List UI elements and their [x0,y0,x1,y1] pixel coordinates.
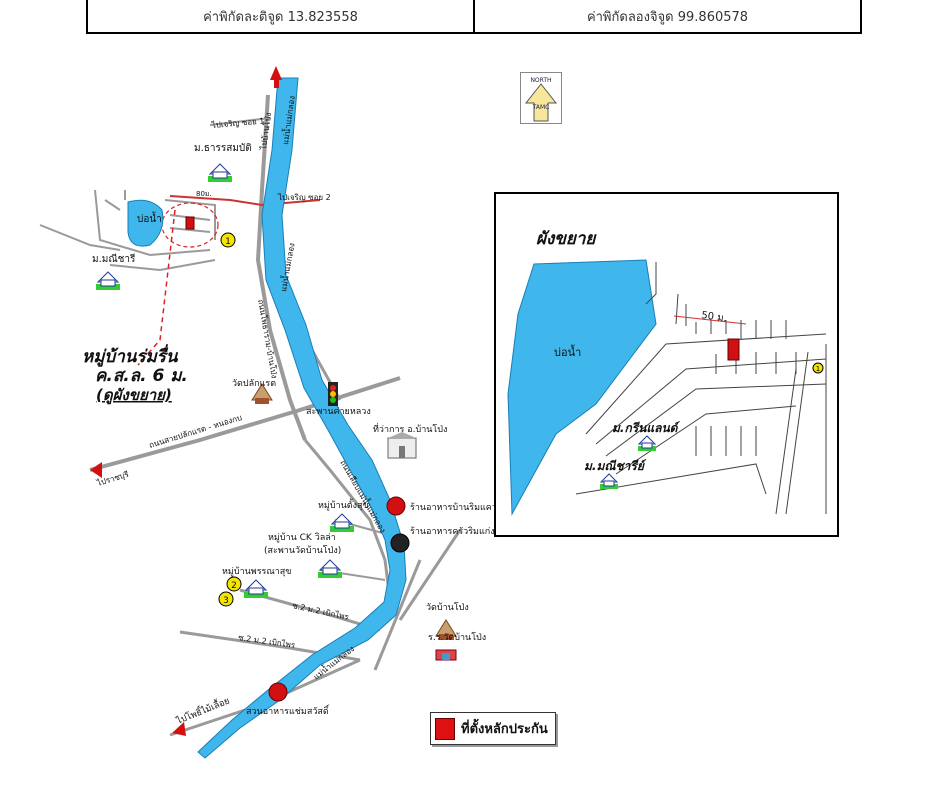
school-icon [435,649,457,661]
inset-marker-1: 1 [812,362,824,374]
marker-2-label: 2 [231,581,237,591]
temple-icon-ban-pong [435,619,457,640]
wat-ban-pong-label: วัดบ้านโป่ง [426,602,469,613]
marker-1: 1 [220,232,236,248]
inset-distance-arrow [673,315,747,325]
house-icon-manichari [96,271,120,290]
road-village-e [164,199,216,240]
village-tharasombat-label: ม.ธารรสมบัติ [194,143,252,154]
garden-restaurant-label: สวนอาหารแช่มสวัสดิ์ [246,704,330,717]
inset-house-icon-green [637,435,657,451]
arrow-north [270,66,282,80]
north-letters: TAMC [532,104,550,111]
arrow-west [90,462,102,478]
longitude-label: ค่าพิกัดลองจิจูด 99.860578 [473,0,860,32]
road-village-d [104,190,126,211]
distance-80-label: 80ม. [196,190,212,198]
see-enlarged-label: (ดูผังขยาย) [96,386,172,405]
road-bp-right [398,529,462,621]
marker-3-label: 3 [223,596,229,606]
marker-3: 3 [218,591,234,607]
inset-house-icon-manichari [599,473,619,489]
north-arrow-graphic: NORTH TAMC [524,77,558,122]
village-phonsuk-label: หมู่บ้านพรรณาสุข [222,566,291,577]
road-to-soi1 [209,117,271,126]
restaurant-icon-kruarim [390,533,410,553]
road-village-b [39,224,121,251]
inset-village-manichari-label: ม.มณีชารีย์ [584,459,647,473]
soi2-road-label: ไปเจริญ ซอย 2 [277,193,331,202]
inset-pond-label: บ่อน้ำ [554,344,581,359]
collateral-marker-inset [727,338,740,361]
north-text: NORTH [530,77,551,84]
restaurant-icon-garden [268,682,288,702]
school-label: ร.ร.วัดบ้านโป่ง [428,632,486,643]
inset-marker-1-label: 1 [816,365,820,373]
inset-distance-label: 50 ม. [701,310,728,324]
road-lower [303,439,392,601]
road-village-c [109,259,216,272]
soi2-label: ซ.2 ม.2 เบิกไพร [292,601,351,622]
village-ck-label: หมู่บ้าน CK วิลล่า [268,532,336,543]
road-bp-right2 [373,559,422,671]
village-ck-sub-label: (สะพานวัดบ้านโป่ง) [264,545,341,556]
arrow-southwest [172,722,186,736]
soi2b-label: ซ.2 ม.2 เบิกไพร [238,633,297,650]
marker-1-label: 1 [225,237,231,247]
inset-plots [575,262,827,515]
coordinates-bar: ค่าพิกัดละติจูด 13.823558 ค่าพิกัดลองจิจ… [86,0,862,34]
north-arrow-icon: NORTH TAMC [520,72,562,124]
village-rom-rin-label: หมู่บ้านร่มรื่น [82,344,179,367]
map-legend: ที่ตั้งหลักประกัน [430,712,556,745]
river [197,77,407,759]
legend-label: ที่ตั้งหลักประกัน [461,722,548,737]
bridge-label: สะพานค่ายหลวง [306,407,371,417]
restaurant-kruarim-label: ร้านอาหารครัวริมแก่ง [410,526,495,537]
temple-icon-plak-raet [251,383,273,404]
house-icon-ck [318,559,342,578]
pond-label: บ่อน้ำ [137,211,162,225]
wat-plak-raet-label: วัดปลักแรต [232,379,276,389]
enlarged-map: ผังขยาย บ่อน้ำ 50 ม. 1 [494,192,839,537]
to-photharam-label: ไปโพธิ์ไม้เลื้อย [173,694,231,727]
arrow-north-shaft [274,80,279,88]
road-ratchaburi [89,376,401,472]
collateral-marker-map [185,216,195,230]
access-road [169,195,321,207]
marker-2: 2 [226,576,242,592]
inset-pond [507,259,657,516]
house-icon-tang-suk [330,513,354,532]
district-office-icon [387,432,417,459]
road-bp-label: ถนนโพธาราม-บ้านโป่ง [256,299,280,380]
latitude-label: ค่าพิกัดละติจูด 13.823558 [203,9,358,25]
pond [127,199,164,247]
house-icon-phonsuk [244,579,268,598]
soi1-label: ไปเจริญ ซอย 1 [210,116,264,130]
direction-arrows [90,66,282,736]
inset-village-green-label: ม.กรีนแลนด์ [612,421,680,435]
traffic-light-icon [328,382,338,406]
restaurant-icon-rimkhwae [386,496,406,516]
house-icon-tharasombat [208,163,232,182]
village-manichari-label: ม.มณีชารี [92,253,136,265]
road-village-a [94,189,211,257]
enlarged-map-graphic: ผังขยาย บ่อน้ำ 50 ม. 1 [507,229,827,516]
restaurant-rimkhwae-label: ร้านอาหารบ้านริมแคว [410,502,497,513]
collateral-swatch [435,717,455,740]
district-office-label: ที่ว่าการ อ.บ้านโป่ง [373,422,447,435]
inset-title: ผังขยาย [536,229,597,249]
access-road-dashed [137,209,176,366]
village-tang-suk-label: หมู่บ้านตั้งสุข [318,498,369,511]
land-deed-label: ค.ส.ล. 6 ม. [95,366,188,386]
road-north-south [255,94,307,441]
